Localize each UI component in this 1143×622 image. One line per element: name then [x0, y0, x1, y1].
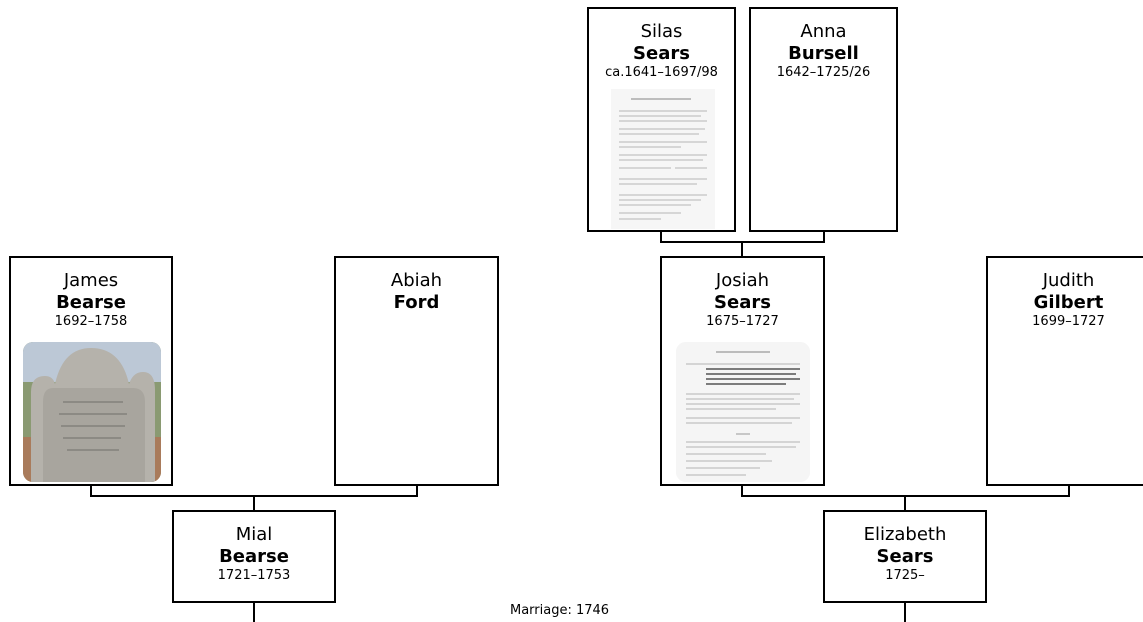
- given-name: Mial: [235, 524, 273, 545]
- given-name: Elizabeth: [863, 524, 947, 545]
- given-name: Anna: [800, 21, 847, 42]
- life-dates: ca.1641–1697/98: [605, 65, 718, 80]
- given-name: Abiah: [390, 270, 443, 291]
- connector-line: [253, 602, 255, 622]
- person-card-josiah-sears[interactable]: Josiah Sears 1675–1727: [660, 256, 825, 486]
- connector-line: [904, 495, 906, 511]
- person-card-abiah-ford[interactable]: Abiah Ford: [334, 256, 499, 486]
- surname: Bearse: [56, 292, 126, 313]
- person-card-mial-bearse[interactable]: Mial Bearse 1721–1753: [172, 510, 336, 603]
- connector-line: [253, 495, 255, 511]
- document-thumbnail[interactable]: [676, 342, 810, 482]
- life-dates: 1692–1758: [54, 314, 128, 329]
- person-card-james-bearse[interactable]: James Bearse 1692–1758: [9, 256, 173, 486]
- person-card-anna-bursell[interactable]: Anna Bursell 1642–1725/26: [749, 7, 898, 232]
- surname: Bursell: [788, 43, 859, 64]
- connector-line: [1068, 485, 1070, 497]
- surname: Ford: [393, 292, 440, 313]
- connector-line: [741, 485, 743, 497]
- connector-line: [90, 485, 92, 497]
- person-card-judith-gilbert[interactable]: Judith Gilbert 1699–1727: [986, 256, 1143, 486]
- surname: Bearse: [219, 546, 289, 567]
- given-name: James: [63, 270, 119, 291]
- given-name: Silas: [640, 21, 683, 42]
- gravestone-photo[interactable]: [23, 342, 161, 482]
- life-dates: 1721–1753: [217, 568, 291, 583]
- life-dates: 1725–: [885, 568, 925, 583]
- marriage-label: Marriage: 1746: [510, 603, 610, 618]
- connector-line: [416, 485, 418, 497]
- person-card-silas-sears[interactable]: Silas Sears ca.1641–1697/98: [587, 7, 736, 232]
- connector-line: [823, 231, 825, 243]
- life-dates: 1699–1727: [1032, 314, 1105, 329]
- connector-line: [660, 231, 662, 243]
- surname: Sears: [876, 546, 934, 567]
- surname: Sears: [633, 43, 690, 64]
- person-card-elizabeth-sears[interactable]: Elizabeth Sears 1725–: [823, 510, 987, 603]
- surname: Gilbert: [1033, 292, 1104, 313]
- life-dates: 1675–1727: [706, 314, 779, 329]
- surname: Sears: [714, 292, 771, 313]
- connector-line: [904, 602, 906, 622]
- given-name: Josiah: [715, 270, 770, 291]
- document-thumbnail[interactable]: [611, 89, 715, 229]
- given-name: Judith: [1042, 270, 1095, 291]
- connector-line: [741, 241, 743, 258]
- life-dates: 1642–1725/26: [776, 65, 871, 80]
